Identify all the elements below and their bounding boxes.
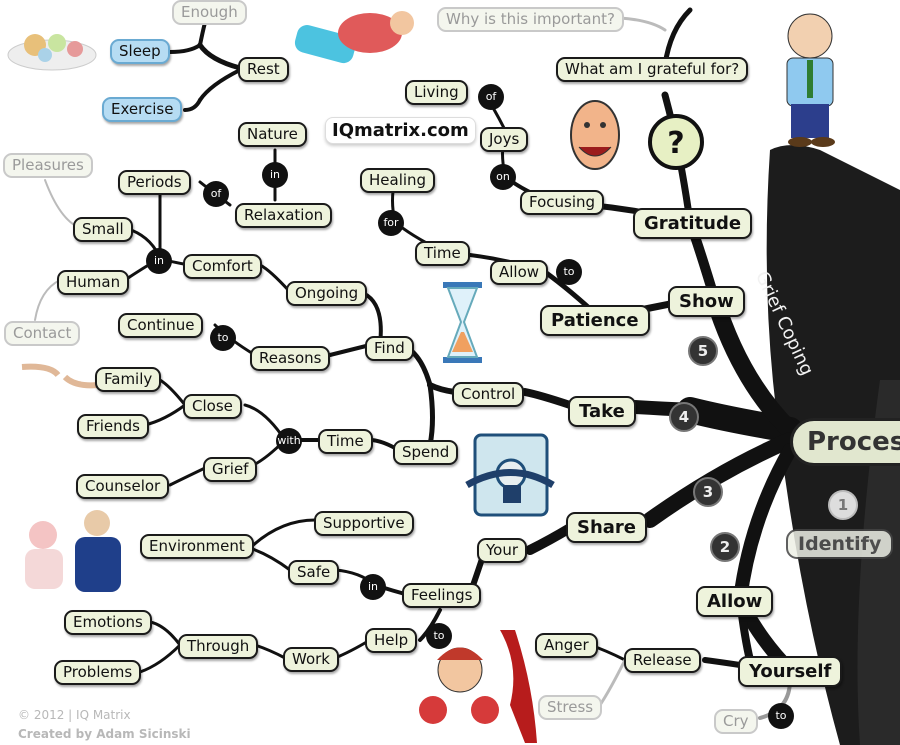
node-contact[interactable]: Contact — [4, 321, 81, 346]
connector-to-1: to — [556, 259, 582, 285]
node-emotions[interactable]: Emotions — [64, 610, 152, 635]
hands-reaching-icon — [21, 363, 99, 389]
hourglass-icon — [443, 282, 482, 363]
node-anger[interactable]: Anger — [535, 633, 598, 658]
connector-in-2: in — [146, 248, 172, 274]
node-small[interactable]: Small — [73, 217, 133, 242]
step-number-4: 4 — [669, 402, 699, 432]
step-number-1: 1 — [828, 490, 858, 520]
node-living[interactable]: Living — [405, 80, 468, 105]
connector-in-1: in — [262, 162, 288, 188]
node-enough[interactable]: Enough — [172, 0, 247, 25]
node-counselor[interactable]: Counselor — [76, 474, 170, 499]
node-allow-2[interactable]: Allow — [696, 586, 774, 617]
node-supportive[interactable]: Supportive — [314, 511, 414, 536]
resting-person-icon — [294, 11, 414, 64]
node-environment[interactable]: Environment — [140, 534, 254, 559]
node-nature[interactable]: Nature — [238, 122, 307, 147]
node-joys[interactable]: Joys — [480, 127, 529, 152]
smiling-face-icon — [570, 100, 620, 170]
node-time-1[interactable]: Time — [415, 241, 470, 266]
node-continue[interactable]: Continue — [118, 313, 204, 338]
locked-safe-icon — [465, 433, 555, 517]
node-close[interactable]: Close — [183, 394, 242, 419]
node-why-important[interactable]: Why is this important? — [437, 7, 624, 32]
connector-to-2: to — [210, 325, 236, 351]
node-show[interactable]: Show — [668, 286, 745, 317]
node-take[interactable]: Take — [568, 396, 636, 427]
node-feelings[interactable]: Feelings — [402, 583, 482, 608]
connector-to-3: to — [426, 623, 452, 649]
node-work[interactable]: Work — [283, 647, 339, 672]
node-ongoing[interactable]: Ongoing — [286, 281, 368, 306]
node-friends[interactable]: Friends — [77, 414, 149, 439]
step-number-5: 5 — [688, 336, 718, 366]
node-allow-1[interactable]: Allow — [490, 260, 549, 285]
boxer-woman-icon — [419, 630, 537, 743]
connector-to-4: to — [768, 703, 794, 729]
process-node[interactable]: Process — [790, 418, 900, 466]
node-your[interactable]: Your — [477, 538, 528, 563]
node-share[interactable]: Share — [566, 512, 648, 543]
question-mark-icon: ? — [648, 114, 704, 170]
crying-person-icon — [786, 13, 835, 147]
node-gratitude[interactable]: Gratitude — [633, 208, 753, 239]
svg-text:?: ? — [667, 126, 684, 161]
node-grief[interactable]: Grief — [203, 457, 258, 482]
connector-in-3: in — [360, 574, 386, 600]
node-problems[interactable]: Problems — [54, 660, 142, 685]
connector-of-2: of — [203, 181, 229, 207]
brand-label: IQmatrix.com — [325, 117, 476, 144]
connector-for: for — [378, 210, 404, 236]
food-plate-icon — [7, 34, 97, 71]
node-focusing[interactable]: Focusing — [520, 190, 605, 215]
connector-with: with — [276, 428, 302, 454]
node-rest[interactable]: Rest — [238, 57, 289, 82]
node-stress[interactable]: Stress — [538, 695, 603, 720]
node-relaxation[interactable]: Relaxation — [235, 203, 333, 228]
node-periods[interactable]: Periods — [118, 170, 191, 195]
connector-on: on — [490, 164, 516, 190]
node-human[interactable]: Human — [57, 270, 130, 295]
node-spend[interactable]: Spend — [393, 440, 459, 465]
footer-copyright: © 2012 | IQ Matrix — [18, 708, 131, 722]
node-comfort[interactable]: Comfort — [183, 254, 262, 279]
node-what-grateful[interactable]: What am I grateful for? — [556, 57, 749, 82]
step-number-2: 2 — [710, 532, 740, 562]
node-pleasures[interactable]: Pleasures — [3, 153, 93, 178]
identify-node[interactable]: Identify — [786, 529, 894, 559]
node-release[interactable]: Release — [624, 648, 701, 673]
node-healing[interactable]: Healing — [360, 168, 436, 193]
node-through[interactable]: Through — [178, 634, 259, 659]
node-sleep[interactable]: Sleep — [110, 39, 170, 64]
counseling-people-icon — [25, 510, 121, 592]
node-exercise[interactable]: Exercise — [102, 97, 183, 122]
node-safe[interactable]: Safe — [288, 560, 340, 585]
node-find[interactable]: Find — [365, 336, 414, 361]
footer-credit: Created by Adam Sicinski — [18, 727, 191, 741]
connector-of-1: of — [478, 84, 504, 110]
node-yourself[interactable]: Yourself — [738, 656, 843, 687]
node-family[interactable]: Family — [95, 367, 162, 392]
node-control[interactable]: Control — [452, 382, 525, 407]
step-number-3: 3 — [693, 477, 723, 507]
node-help[interactable]: Help — [365, 628, 418, 653]
node-time-2[interactable]: Time — [318, 429, 373, 454]
node-patience[interactable]: Patience — [540, 305, 650, 336]
node-cry[interactable]: Cry — [714, 709, 758, 734]
node-reasons[interactable]: Reasons — [250, 346, 331, 371]
